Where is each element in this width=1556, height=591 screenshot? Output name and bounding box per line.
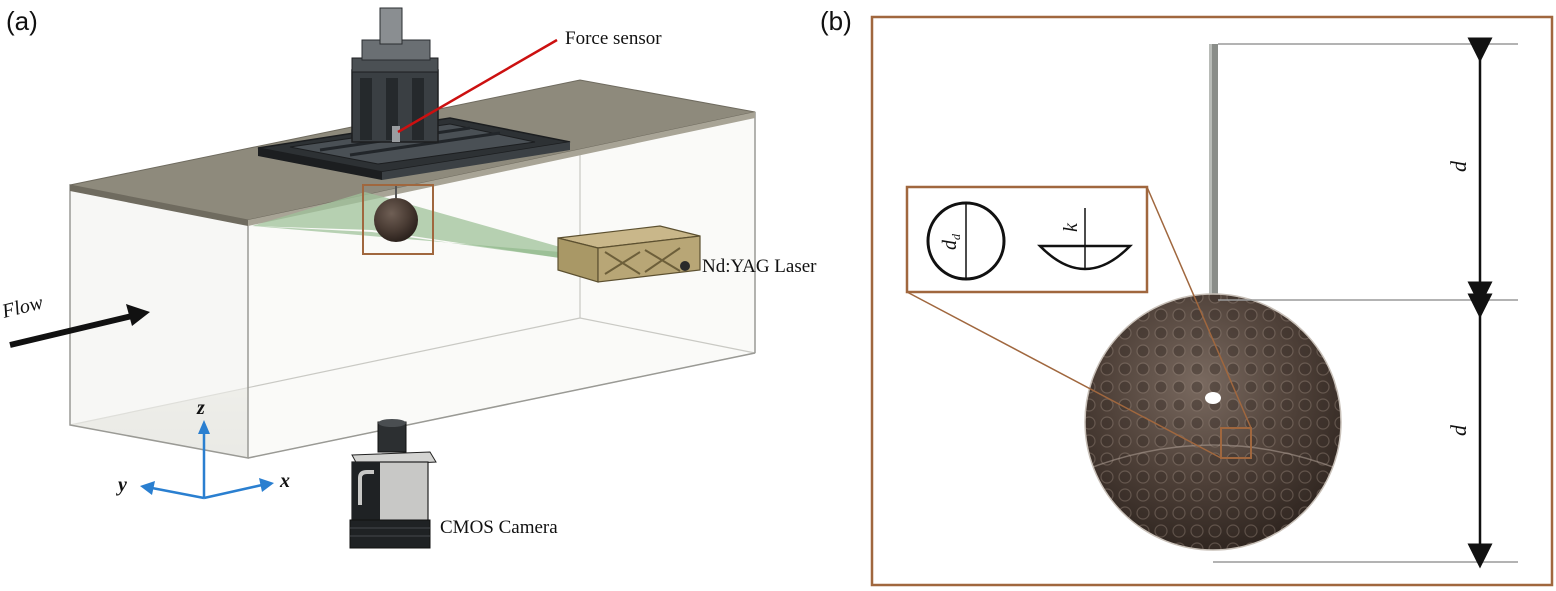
y-axis-line	[151, 486, 205, 500]
y-axis-head	[140, 481, 155, 495]
laser-label: Nd:YAG Laser	[702, 256, 817, 277]
rig-tower-post	[412, 78, 424, 140]
panel-b: (b) dd k	[820, 6, 1554, 587]
rig-base-edge	[258, 148, 382, 180]
cmos-camera	[349, 419, 437, 549]
dimple-section	[1037, 244, 1133, 271]
laser-side-pattern	[604, 247, 681, 275]
coordinate-axes: z x y	[116, 397, 290, 500]
x-axis-line	[203, 483, 263, 500]
camera-lens-top	[378, 419, 406, 427]
dimple-zoom-box	[1220, 427, 1252, 459]
panel-a-label: (a)	[6, 6, 38, 36]
laser-aperture	[680, 261, 690, 271]
laser-side	[597, 235, 701, 283]
z-axis-head	[198, 420, 210, 434]
inset-leader	[906, 291, 1222, 459]
support-rod-highlight	[1209, 44, 1212, 300]
z-axis-label: z	[196, 397, 205, 419]
dimple-diameter-label: dd	[939, 233, 963, 250]
model-sphere	[374, 198, 418, 242]
camera-side-mark	[358, 470, 374, 505]
tunnel-top-plate-edge	[70, 185, 248, 226]
inset-leader	[1146, 186, 1252, 429]
nd-yag-laser	[557, 225, 701, 283]
x-axis-head	[259, 478, 274, 492]
rig-tower-post	[386, 78, 398, 140]
camera-label: CMOS Camera	[440, 517, 558, 538]
force-sensor-body	[392, 126, 400, 142]
force-sensor-leader	[397, 38, 558, 134]
support-rod	[1209, 44, 1218, 300]
tunnel-bottom-edge	[247, 352, 756, 459]
rig-tower-post	[360, 78, 372, 140]
force-sensor-label: Force sensor	[565, 28, 662, 49]
rig-base-edge	[382, 142, 570, 180]
panel-a: (a)	[0, 6, 817, 549]
dim-upper-label: d	[1446, 160, 1471, 172]
rig-rail	[349, 131, 501, 157]
tunnel-back-edge	[579, 317, 756, 354]
sphere-rod-hole	[1205, 392, 1221, 404]
rig-mount-plate	[379, 7, 403, 45]
force-sensor-rig	[257, 7, 571, 180]
panel-b-label: (b)	[820, 6, 852, 36]
flow-arrow-head	[126, 304, 150, 326]
dimple-inset-box	[905, 185, 1149, 294]
flow-arrow	[9, 313, 133, 348]
y-axis-label: y	[116, 474, 127, 496]
dimpled-sphere	[1084, 293, 1342, 551]
flow-label: Flow	[0, 291, 46, 323]
dim-lower-label: d	[1446, 424, 1471, 436]
x-axis-label: x	[279, 470, 290, 492]
camera-base	[349, 519, 431, 549]
zoom-box-a	[362, 184, 434, 255]
dimple-depth-label: k	[1060, 222, 1082, 232]
